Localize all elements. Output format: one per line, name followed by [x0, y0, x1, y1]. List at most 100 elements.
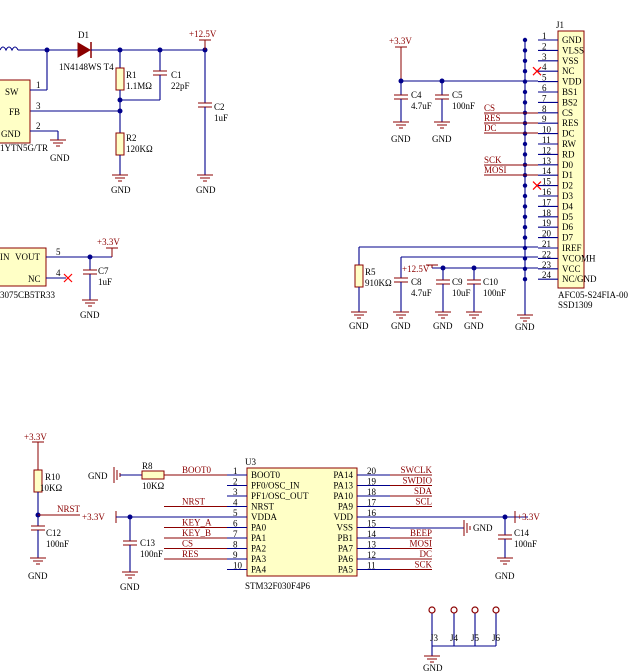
ldo-pin-num: 4 — [56, 268, 61, 278]
gnd-label: GND — [391, 321, 411, 331]
j1-body — [557, 30, 585, 289]
mcu-pin-name: PA0 — [251, 523, 267, 533]
mcu-pin-number: 19 — [367, 477, 377, 487]
gnd-label: GND — [80, 310, 100, 320]
mcu-pin-number: 20 — [367, 466, 377, 476]
j1-pin-number: 18 — [542, 208, 552, 218]
gnd-label: GND — [495, 571, 515, 581]
vdd-decoupling: +3.3V C4 4.7uF GND C5 100nF GND — [389, 36, 538, 144]
gnd-label: GND — [196, 185, 216, 195]
mcu-pin-name: PF0/OSC_IN — [251, 481, 300, 491]
gnd-label: GND — [464, 321, 484, 331]
mcu-pin-name: PA13 — [333, 481, 353, 491]
mcu-pin-number: 4 — [233, 498, 238, 508]
mcu-pin-number: 7 — [233, 529, 238, 539]
j1-pin-number: 3 — [542, 52, 547, 62]
mcu-pin-number: 5 — [233, 508, 238, 518]
ic-pin-num: 1 — [36, 80, 41, 90]
v33-label: +3.3V — [82, 512, 105, 522]
test-points: J3 J4 J5 J6 GND — [423, 606, 501, 671]
j1-pin-name: GND — [562, 35, 582, 45]
ldo-pin-vout: VOUT — [15, 252, 40, 262]
mcu-pin-number: 15 — [367, 519, 377, 529]
c8-ref: C8 — [411, 277, 422, 287]
mcu-net-label: KEY_B — [182, 528, 211, 538]
j1-pin-number: 20 — [542, 229, 552, 239]
j1-pin-name: VSS — [562, 56, 579, 66]
resistor-r2 — [115, 132, 125, 156]
c13-ref: C13 — [140, 538, 156, 548]
ldo-body — [0, 247, 47, 287]
mcu-net-label: BEEP — [410, 528, 432, 538]
c9-ref: C9 — [452, 277, 463, 287]
j1-pin-number: 12 — [542, 145, 551, 155]
mcu-pin-number: 18 — [367, 487, 377, 497]
j1-pin-number: 11 — [542, 135, 551, 145]
mcu-pin-number: 6 — [233, 519, 238, 529]
c7-ref: C7 — [98, 266, 109, 276]
v33-label: +3.3V — [24, 432, 47, 442]
j1-pin-name: D7 — [562, 233, 573, 243]
j1-pin-name: RW — [562, 139, 577, 149]
d1-ref: D1 — [78, 30, 89, 40]
r1-ref: R1 — [126, 70, 137, 80]
r10-value: 10KΩ — [40, 483, 62, 493]
v12-label-top: +12.5V — [189, 29, 217, 39]
j1-pin-name: VCC — [562, 264, 581, 274]
ic-pin-gnd: GND — [1, 129, 21, 139]
c1-ref: C1 — [171, 70, 182, 80]
mcu-net-label: SWCLK — [401, 465, 433, 475]
ldo-pin-nc: NC — [28, 274, 41, 284]
c10-ref: C10 — [483, 277, 499, 287]
ic-pin-num: 2 — [36, 121, 41, 131]
gnd-label: GND — [433, 321, 453, 331]
j1-pin-number: 19 — [542, 218, 552, 228]
c4-ref: C4 — [411, 90, 422, 100]
j1-pin-name: VDD — [562, 77, 582, 87]
v12-label: +12.5V — [402, 264, 430, 274]
r10-ref: R10 — [45, 472, 61, 482]
j1-pin-name: DC — [562, 129, 575, 139]
mcu-pin-name: BOOT0 — [251, 470, 280, 480]
gnd-label: GND — [473, 523, 493, 533]
ldo-section: IN VOUT NC 5 4 3075CB5TR33 +3.3V C7 1uF … — [0, 237, 120, 320]
mcu-pin-number: 2 — [233, 477, 238, 487]
mcu-pin-name: PA1 — [251, 533, 266, 543]
j1-ref: J1 — [556, 20, 564, 30]
mcu-pin-name: VDDA — [251, 512, 277, 522]
j1-part: AFC05-S24FIA-00 — [558, 290, 629, 300]
c5-value: 100nF — [452, 101, 475, 111]
j1-pin-name: D0 — [562, 160, 573, 170]
resistor-r1 — [115, 67, 125, 91]
jumper-j6: J6 — [492, 633, 501, 643]
j1-pin-number: 23 — [542, 260, 552, 270]
resistor-r8 — [141, 470, 165, 480]
mcu-part: STM32F030F4P6 — [245, 581, 311, 591]
c10-value: 100nF — [483, 288, 506, 298]
net-res: RES — [484, 113, 501, 123]
mcu-pin-number: 1 — [233, 466, 238, 476]
mcu-net-label: SWDIO — [403, 476, 433, 486]
mcu-pin-name: PF1/OSC_OUT — [251, 491, 309, 501]
net-mosi: MOSI — [484, 165, 507, 175]
mcu-pin-number: 8 — [233, 540, 238, 550]
resistor-r5 — [354, 264, 364, 288]
j1-pin-name: BS2 — [562, 97, 578, 107]
mcu-net-label: MOSI — [409, 539, 432, 549]
gnd-label: GND — [432, 134, 452, 144]
ic-pin-num: 3 — [36, 101, 41, 111]
ldo-pin-in: IN — [0, 252, 10, 262]
c9-value: 10uF — [452, 288, 471, 298]
r8-ref: R8 — [142, 461, 153, 471]
ldo-part: 3075CB5TR33 — [0, 290, 56, 300]
c12-ref: C12 — [46, 528, 61, 538]
mcu-pin-name: PB1 — [337, 533, 353, 543]
r5-value: 910KΩ — [365, 278, 392, 288]
mcu-net-label: RES — [182, 549, 199, 559]
mcu-pin-name: PA6 — [338, 554, 354, 564]
mcu-pin-number: 17 — [367, 498, 377, 508]
j1-pin-name: CS — [562, 108, 573, 118]
